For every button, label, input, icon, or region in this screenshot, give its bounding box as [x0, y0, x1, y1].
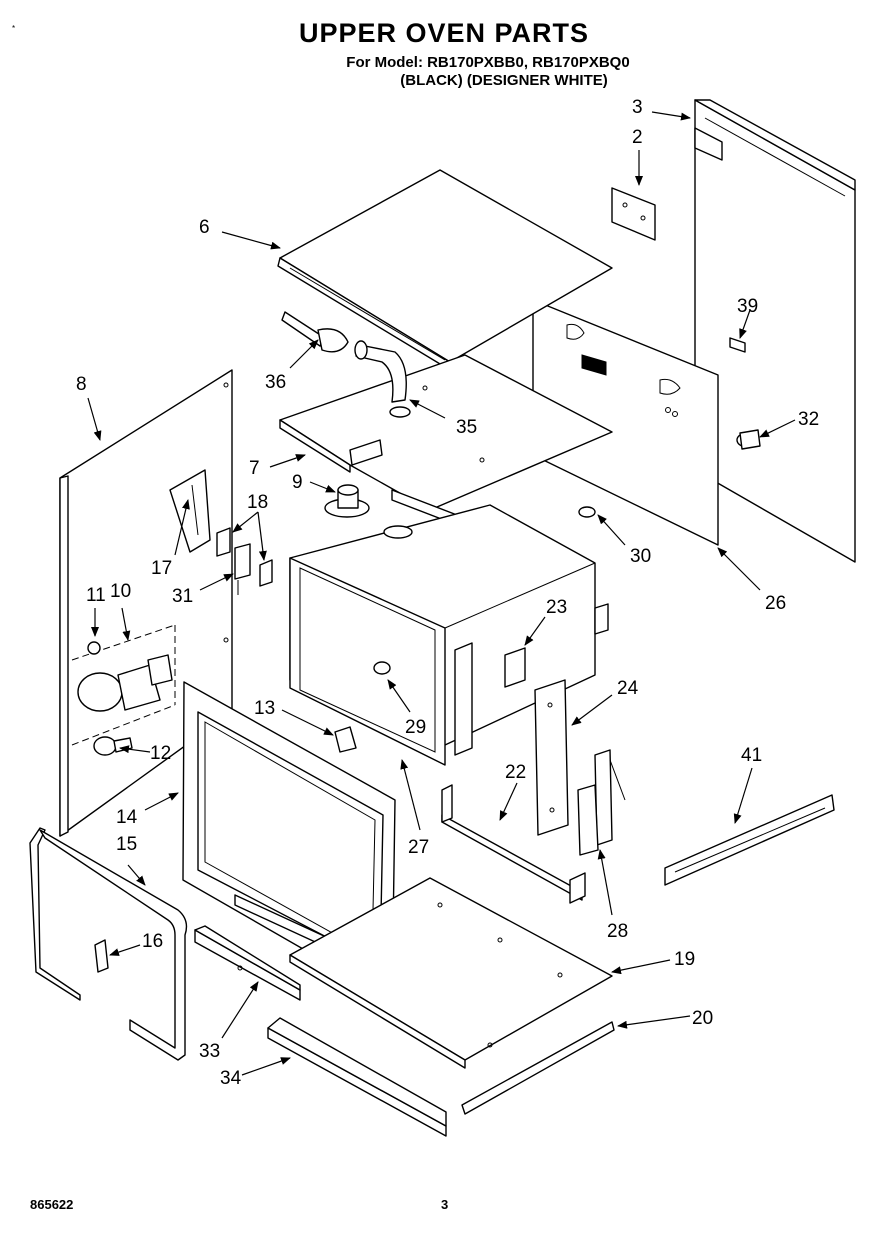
callout-32: 32	[798, 409, 819, 430]
callout-31: 31	[172, 586, 193, 607]
part-9-vent-knob	[324, 484, 370, 518]
callout-2: 2	[632, 127, 643, 148]
part-31-switch	[234, 543, 251, 595]
part-2-bracket	[611, 187, 656, 241]
part-30-plug	[578, 506, 596, 518]
part-17-bracket	[169, 469, 211, 553]
callout-33: 33	[199, 1041, 220, 1062]
part-23-bracket	[504, 647, 526, 688]
document-number: 865622	[30, 1197, 74, 1212]
part-16-clip	[94, 939, 109, 973]
callout-15: 15	[116, 834, 137, 855]
corner-mark: *	[12, 24, 16, 33]
callout-36: 36	[265, 372, 286, 393]
part-36-probe	[281, 311, 349, 353]
part-29-light-socket	[373, 661, 391, 675]
page-number: 3	[441, 1197, 449, 1212]
part-41-rail	[664, 794, 835, 886]
callout-16: 16	[142, 931, 163, 952]
variant-line: (BLACK) (DESIGNER WHITE)	[400, 72, 608, 89]
callout-20: 20	[692, 1008, 713, 1029]
model-line: For Model: RB170PXBB0, RB170PXBQ0	[346, 54, 630, 71]
part-13-latch	[334, 726, 357, 753]
callout-3: 3	[632, 97, 643, 118]
callout-39: 39	[737, 296, 758, 317]
part-10-light-assembly	[71, 624, 176, 746]
callout-18: 18	[247, 492, 268, 513]
page-title: UPPER OVEN PARTS	[298, 18, 590, 48]
callout-22: 22	[505, 762, 526, 783]
part-22-bracket	[441, 784, 586, 904]
callout-12: 12	[150, 743, 171, 764]
callout-29: 29	[405, 717, 426, 738]
callout-30: 30	[630, 546, 651, 567]
part-24-hinge-bracket	[534, 679, 569, 836]
leader-lines	[87, 111, 796, 1076]
part-33-trim	[194, 925, 301, 1001]
callout-7: 7	[249, 458, 260, 479]
part-15-gasket	[29, 827, 188, 1061]
callout-28: 28	[607, 921, 628, 942]
callout-11: 11	[86, 585, 106, 606]
callout-23: 23	[546, 597, 567, 618]
part-3-rear-panel	[694, 99, 856, 563]
callout-14: 14	[116, 807, 138, 828]
part-34-rail	[267, 1017, 447, 1137]
part-20-rail	[461, 1021, 615, 1115]
part-18-bracket	[216, 527, 273, 587]
callout-labels: 3 2 6 8 39 36 35 32 7 9 18 17 30 26 31 2…	[76, 97, 819, 1089]
part-19-oven-bottom	[289, 877, 613, 1069]
part-35-vent-tube	[354, 340, 411, 418]
callout-35: 35	[456, 417, 477, 438]
part-11-grommet	[87, 641, 101, 655]
callout-34: 34	[220, 1068, 242, 1089]
part-27-oven-cavity	[289, 504, 609, 766]
callout-19: 19	[674, 949, 695, 970]
callout-17: 17	[151, 558, 172, 579]
callout-9: 9	[292, 472, 303, 493]
part-39-clip	[729, 337, 746, 353]
callout-24: 24	[617, 678, 639, 699]
callout-6: 6	[199, 217, 210, 238]
callout-13: 13	[254, 698, 275, 719]
callout-41: 41	[741, 745, 762, 766]
callout-8: 8	[76, 374, 87, 395]
part-28-hinge	[577, 749, 626, 856]
callout-27: 27	[408, 837, 429, 858]
callout-26: 26	[765, 593, 786, 614]
callout-10: 10	[110, 581, 131, 602]
part-32-switch	[736, 429, 761, 450]
part-7-inner-top	[279, 354, 613, 531]
